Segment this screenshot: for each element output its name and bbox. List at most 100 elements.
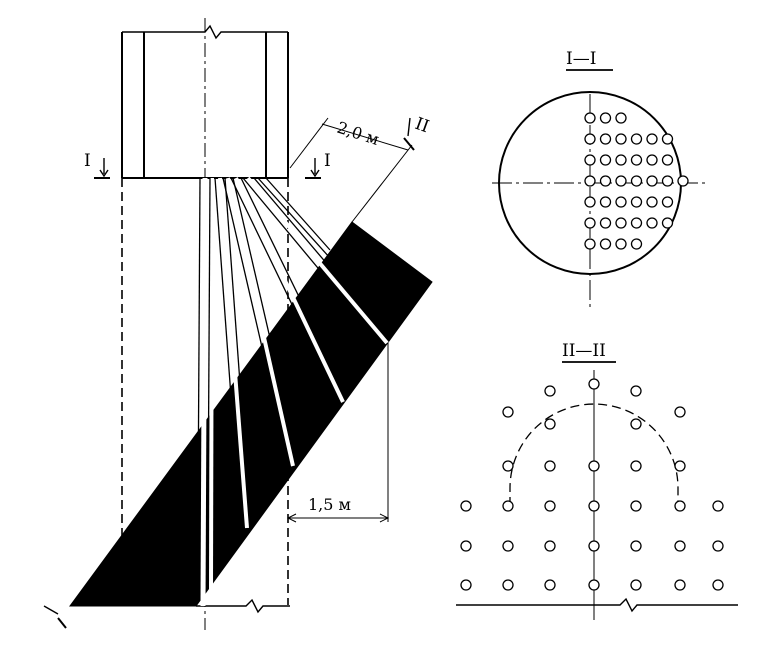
hole	[502, 406, 514, 418]
hole	[646, 196, 658, 208]
hole	[599, 112, 612, 124]
hole	[661, 196, 674, 208]
hole	[584, 175, 596, 187]
section-2-view	[456, 361, 738, 620]
hole	[712, 500, 724, 512]
hole	[588, 500, 600, 512]
hole	[599, 217, 612, 229]
hole	[674, 460, 686, 472]
hole	[630, 238, 643, 250]
hole	[544, 385, 556, 397]
hole	[584, 133, 596, 145]
hole	[630, 133, 643, 145]
hole	[646, 133, 658, 145]
borehole	[246, 176, 389, 345]
hole	[630, 196, 643, 208]
hole	[588, 579, 600, 591]
borehole	[218, 177, 249, 529]
side-view	[43, 18, 433, 630]
hole	[630, 154, 643, 166]
hole	[630, 217, 643, 229]
borehole-outline	[232, 177, 298, 456]
hole	[588, 460, 600, 472]
hole	[615, 238, 627, 250]
hole	[646, 154, 658, 166]
hole	[588, 540, 600, 552]
section-label-left: I	[84, 151, 91, 171]
hole	[630, 460, 642, 472]
borehole-outline	[257, 177, 331, 259]
hole	[584, 196, 596, 208]
section-2-title: II—II	[562, 341, 606, 361]
hole	[544, 579, 556, 591]
borehole	[209, 177, 214, 591]
hole	[630, 418, 642, 430]
borehole-outline	[242, 177, 383, 346]
hole	[674, 500, 686, 512]
hole	[615, 196, 627, 208]
hole	[584, 238, 596, 250]
hole	[599, 154, 612, 166]
hole	[502, 579, 514, 591]
borehole-outline	[197, 177, 201, 511]
borehole-outline	[230, 177, 339, 401]
borehole	[226, 177, 295, 467]
hole	[630, 579, 642, 591]
hole	[544, 418, 556, 430]
hole	[674, 579, 686, 591]
hole	[584, 217, 596, 229]
borehole-outline	[207, 177, 211, 521]
hole	[615, 112, 627, 124]
hole	[544, 460, 556, 472]
hole	[661, 154, 674, 166]
section-mark-right	[305, 158, 321, 179]
hole	[502, 500, 514, 512]
section-label-right: I	[324, 151, 331, 171]
hole	[674, 540, 686, 552]
section-mark-ii-bottom	[43, 605, 67, 629]
hole	[630, 500, 642, 512]
borehole	[200, 177, 208, 607]
hole	[630, 385, 642, 397]
hole	[615, 175, 627, 187]
hole	[615, 217, 627, 229]
borehole-outline	[214, 177, 241, 521]
hole	[674, 406, 686, 418]
dimension-bottom-label: 1,5 м	[308, 495, 351, 514]
borehole-outline	[224, 177, 251, 521]
hole	[588, 378, 600, 390]
section-label-ii-top: II	[412, 114, 431, 137]
section-1-holes	[584, 112, 689, 250]
hole	[584, 112, 596, 124]
hole	[661, 217, 674, 229]
hole	[615, 133, 627, 145]
hole	[460, 540, 472, 552]
hole	[630, 540, 642, 552]
hole	[599, 196, 612, 208]
hole	[544, 500, 556, 512]
hole	[544, 540, 556, 552]
hole	[599, 133, 612, 145]
borehole	[234, 177, 345, 403]
hole	[599, 238, 612, 250]
section-1-view	[492, 69, 708, 308]
hole	[460, 579, 472, 591]
hole	[599, 175, 612, 187]
bottom-break-line	[196, 598, 290, 614]
hole	[460, 500, 472, 512]
section-mark-ii-top	[403, 117, 415, 151]
hole	[712, 579, 724, 591]
hole	[661, 175, 674, 187]
hole	[712, 540, 724, 552]
hole	[646, 217, 658, 229]
section-1-title: I—I	[566, 49, 596, 69]
dimension-top-label: 2,0 м	[335, 118, 382, 149]
borehole-outline	[240, 177, 348, 396]
borehole-outline	[253, 177, 391, 339]
borehole-outline	[265, 177, 331, 251]
hole	[615, 154, 627, 166]
borehole-outline	[222, 177, 289, 461]
dimension-bottom	[286, 343, 390, 523]
section-mark-left	[94, 158, 110, 179]
